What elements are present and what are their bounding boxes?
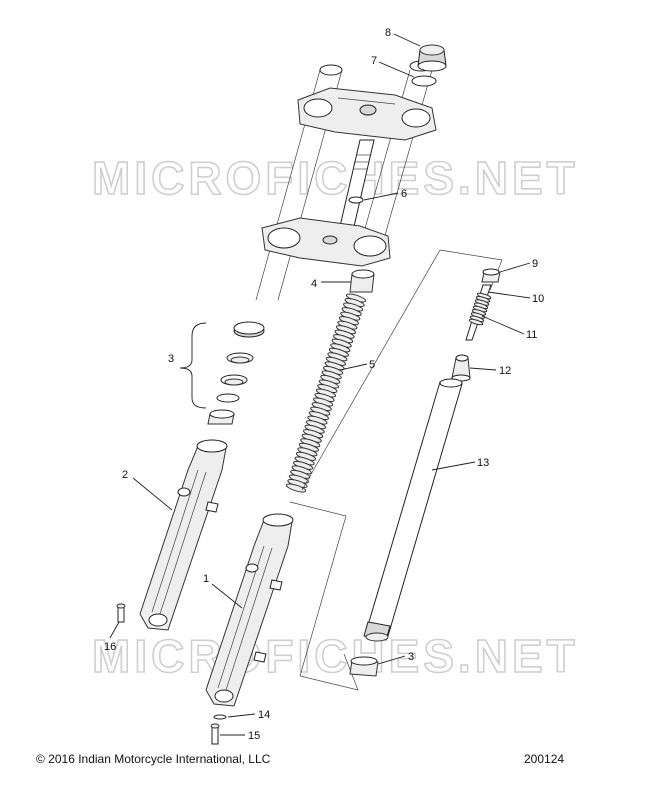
part-4-spacer — [349, 269, 375, 293]
assembly-bracket-lower — [289, 501, 359, 691]
part-6-washer — [348, 196, 364, 204]
callout-6: 6 — [401, 188, 407, 200]
part-2-fork-slider-left — [139, 439, 228, 631]
leader-lines — [109, 33, 531, 736]
part-7-o-ring — [411, 75, 437, 87]
part-3-bushing-lower — [349, 656, 379, 677]
callout-9: 9 — [532, 258, 538, 270]
bracket-brace-3 — [179, 322, 207, 409]
part-1-fork-slider-right — [205, 513, 294, 707]
part-12-top-out-bushing — [451, 354, 471, 382]
part-8-cap — [417, 44, 447, 72]
callout-1: 1 — [203, 573, 209, 585]
callout-16: 16 — [104, 641, 116, 653]
part-13-inner-fork-tube — [363, 378, 463, 642]
callout-5: 5 — [369, 359, 375, 371]
callout-2: 2 — [122, 469, 128, 481]
watermark-bottom: MICROFICHES.NET — [92, 630, 579, 682]
callout-15: 15 — [248, 730, 260, 742]
part-9-nut — [481, 268, 501, 283]
drawing-number: 200124 — [524, 752, 565, 766]
part-5-fork-spring — [285, 293, 367, 493]
callout-labels: 1 2 3 3 4 5 6 7 8 9 10 11 12 13 14 15 16 — [104, 27, 544, 742]
part-16-bolt — [116, 603, 126, 623]
callout-7: 7 — [371, 55, 377, 67]
callout-12: 12 — [499, 365, 511, 377]
callout-3-bushing: 3 — [408, 651, 414, 663]
callout-14: 14 — [258, 709, 270, 721]
part-15-bolt — [210, 723, 220, 745]
part-11-rebound-spring — [468, 292, 492, 326]
callout-10: 10 — [532, 293, 544, 305]
callout-4: 4 — [311, 278, 317, 290]
callout-3-seal-kit: 3 — [168, 353, 174, 365]
lower-triple-clamp — [261, 217, 391, 267]
watermark-top: MICROFICHES.NET — [92, 152, 579, 204]
callout-8: 8 — [385, 27, 391, 39]
upper-triple-clamp — [297, 87, 437, 141]
callout-11: 11 — [526, 329, 537, 341]
copyright-notice: © 2016 Indian Motorcycle International, … — [36, 752, 271, 766]
part-14-washer — [213, 714, 227, 720]
callout-13: 13 — [477, 457, 489, 469]
part-3-seal-kit — [207, 321, 265, 425]
